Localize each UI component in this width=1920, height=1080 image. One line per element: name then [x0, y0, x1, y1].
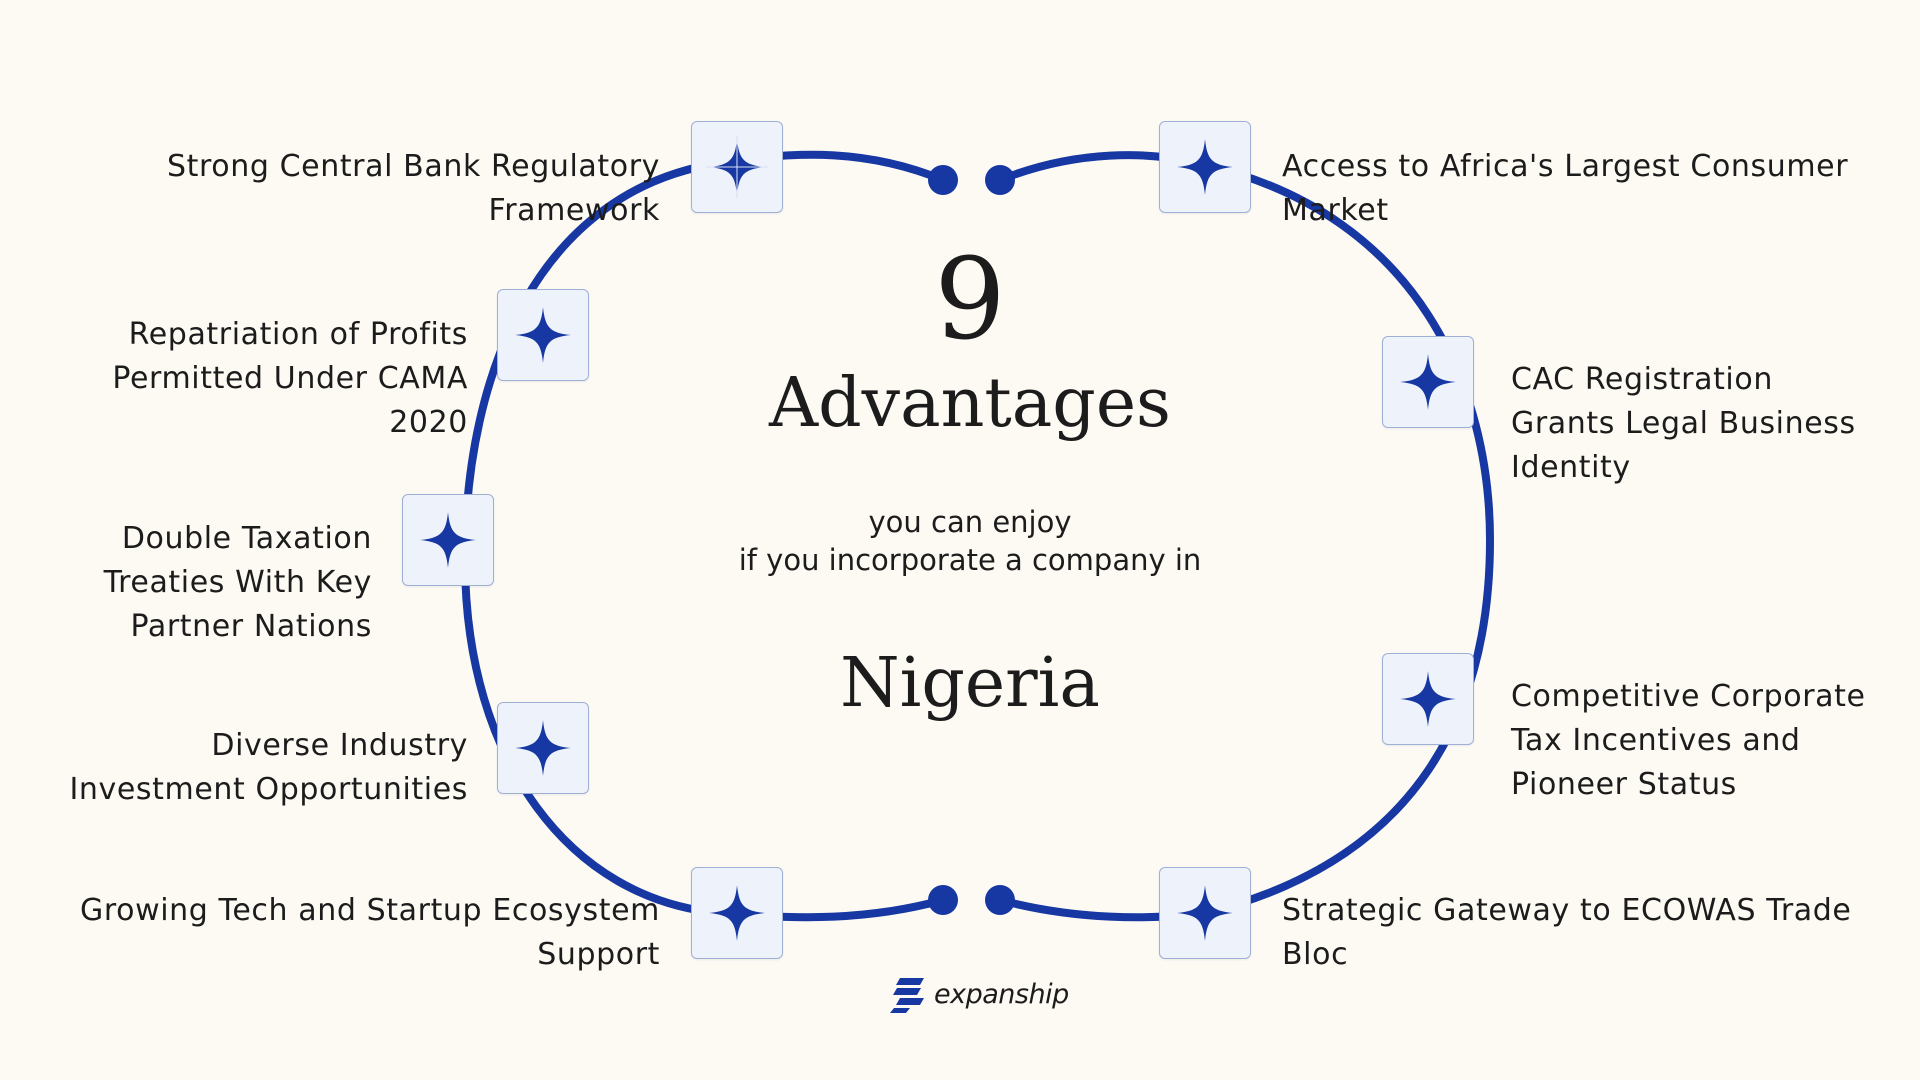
ring-end-dot-top-left [928, 165, 958, 195]
advantage-label-9: Strategic Gateway to ECOWAS Trade Bloc [1282, 893, 1852, 972]
advantage-label-3: Double Taxation Treaties With Key Partne… [103, 521, 372, 644]
advantage-badge-7 [1382, 336, 1474, 428]
advantage-label-4: Diverse Industry Investment Opportunitie… [69, 728, 468, 807]
four-point-star-icon [1177, 139, 1233, 195]
four-point-star-icon [709, 885, 765, 941]
four-point-star-icon [515, 307, 571, 363]
brand-logo: expanship [890, 972, 1069, 1016]
advantage-label-5: Growing Tech and Startup Ecosystem Suppo… [80, 893, 660, 972]
ring-end-dot-bottom-left [928, 885, 958, 915]
advantages-count: 9 [934, 235, 1006, 365]
advantage-label-8: Competitive Corporate Tax Incentives and… [1511, 679, 1866, 802]
advantage-badge-5 [691, 867, 783, 959]
four-point-star-icon [515, 720, 571, 776]
ring-end-dot-bottom-right [985, 885, 1015, 915]
advantage-badge-6 [1159, 121, 1251, 213]
expanship-logo-icon [890, 978, 924, 1013]
advantage-label-1: Strong Central Bank Regulatory Framework [166, 149, 660, 228]
country-name: Nigeria [840, 644, 1100, 723]
four-point-star-icon [706, 136, 768, 198]
four-point-star-icon [1177, 885, 1233, 941]
subtitle-line-1: you can enjoy [868, 505, 1072, 539]
ring-end-dot-top-right [985, 165, 1015, 195]
advantage-label-2: Repatriation of Profits Permitted Under … [112, 317, 468, 440]
advantage-badge-3 [402, 494, 494, 586]
advantage-badge-9 [1159, 867, 1251, 959]
four-point-star-icon [420, 512, 476, 568]
four-point-star-icon [1400, 354, 1456, 410]
advantage-badge-1 [691, 121, 783, 213]
advantage-label-6: Access to Africa's Largest Consumer Mark… [1282, 149, 1849, 228]
brand-name: expanship [934, 978, 1069, 1010]
four-point-star-icon [1400, 671, 1456, 727]
advantage-label-7: CAC Registration Grants Legal Business I… [1511, 362, 1856, 485]
advantage-badge-4 [497, 702, 589, 794]
advantage-badge-8 [1382, 653, 1474, 745]
advantage-badge-2 [497, 289, 589, 381]
subtitle-line-2: if you incorporate a company in [738, 543, 1202, 577]
page-title: Advantages [769, 364, 1171, 443]
